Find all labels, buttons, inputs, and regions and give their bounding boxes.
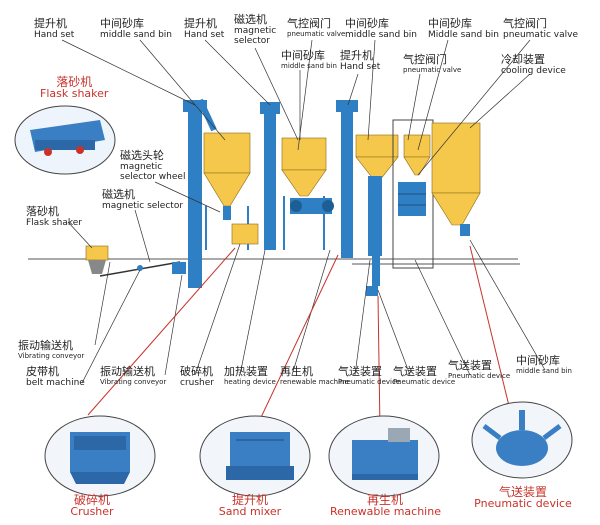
label-renewable-machine-callout: 再生机 Renewable machine: [330, 493, 441, 518]
label-vibrating-conveyor-2: 振动输送机 Vibrating conveyor: [100, 365, 167, 387]
magnetic-selector-machine: [290, 198, 334, 214]
label-middle-sand-bin-3: 中间砂库 Middle sand bin: [428, 17, 499, 41]
label-hand-set-mid: 提升机 Hand set: [340, 49, 381, 73]
label-cooling-device: 冷却装置 cooling device: [501, 53, 566, 77]
label-vibrating-conveyor-1: 振动输送机 Vibrating conveyor: [18, 339, 85, 361]
cooling-frame: [392, 119, 434, 269]
renewable-machine-unit: [366, 176, 382, 296]
label-pneumatic-device-3: 气送装置 Pneumatic device: [448, 359, 511, 381]
label-middle-sand-bin-1: 中间砂库 middle sand bin: [100, 17, 172, 41]
label-hand-set-2: 提升机 Hand set: [184, 17, 225, 41]
label-sand-mixer-callout: 提升机 Sand mixer: [218, 493, 282, 518]
sand-bin-2: [281, 137, 327, 250]
label-pneumatic-device-callout: 气送装置 Pneumatic device: [474, 485, 572, 510]
flask-shaker-machine: [85, 245, 109, 274]
label-magnetic-selector-wheel: 磁选头轮 magnetic selector wheel: [120, 149, 186, 183]
label-magnetic-selector-left: 磁选机 magnetic selector: [102, 188, 184, 212]
label-middle-sand-bin-mid: 中间砂库 middle sand bin: [281, 49, 337, 71]
sand-bin-3: [355, 134, 399, 181]
flask-shaker-photo: [14, 105, 116, 175]
label-pneumatic-valve-2: 气控阀门 pneumatic valve: [503, 17, 578, 41]
heater-unit: [231, 223, 259, 245]
label-flask-shaker-callout: 落砂机 Flask shaker: [40, 75, 109, 100]
label-crusher-callout: 破碎机 Crusher: [70, 493, 114, 518]
label-hand-set-1: 提升机 Hand set: [34, 17, 75, 41]
label-pneumatic-device-2: 气送装置 Pneumatic device: [393, 365, 456, 387]
label-middle-sand-bin-right: 中间砂库 middle sand bin: [516, 354, 572, 376]
belt-conveyor: [99, 261, 186, 277]
label-heating-device: 加热装置 heating device: [224, 365, 276, 387]
label-pneumatic-valve-1: 气控阀门 pneumatic valve: [287, 17, 346, 39]
label-belt-machine: 皮带机 belt machine: [26, 365, 85, 389]
pneumatic-device-photo: [471, 401, 573, 479]
label-pneumatic-valve-mid: 气控阀门 pneumatic valve: [403, 53, 462, 75]
label-flask-shaker-left: 落砂机 Flask shaker: [26, 205, 82, 229]
leader-lines: [61, 39, 546, 384]
callout-lines: [87, 245, 511, 431]
bucket-elevator-3: [336, 100, 358, 258]
label-renewable-machine-row: 再生机 renewable machine: [280, 365, 349, 387]
crusher-photo: [44, 415, 156, 497]
cooling-device-bin: [431, 122, 481, 236]
bucket-elevator-2: [260, 102, 280, 250]
bucket-elevator-1: [183, 98, 217, 288]
label-pneumatic-device-1: 气送装置 Pneumatic device: [338, 365, 401, 387]
sand-bin-1: [203, 132, 251, 250]
label-middle-sand-bin-2: 中间砂库 middle sand bin: [345, 17, 417, 41]
sand-mixer-photo: [199, 415, 311, 497]
renewable-machine-photo: [328, 415, 440, 497]
label-crusher-row: 破碎机 crusher: [180, 365, 214, 389]
label-magnetic-selector-top: 磁选机 magnetic selector: [234, 13, 277, 47]
